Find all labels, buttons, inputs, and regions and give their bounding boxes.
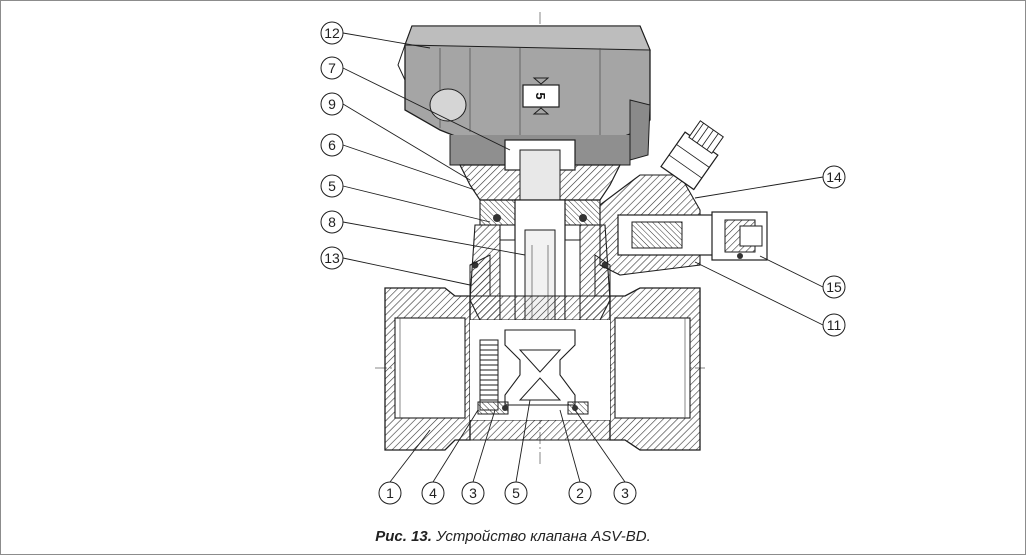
handle-cap: 5 <box>397 25 651 166</box>
svg-text:3: 3 <box>621 485 629 501</box>
callout-6: 5 <box>320 174 344 198</box>
callout-2: 2 <box>568 481 592 505</box>
svg-text:5: 5 <box>328 178 336 194</box>
caption-prefix: Рис. 13. <box>375 528 432 545</box>
svg-text:8: 8 <box>328 214 336 230</box>
caption-text: Устройство клапана ASV-BD. <box>431 528 651 545</box>
svg-text:2: 2 <box>576 485 584 501</box>
callout-5: 5 <box>504 481 528 505</box>
dial-value: 5 <box>533 92 548 99</box>
leader-lines <box>342 32 824 483</box>
callout-3b: 3 <box>613 481 637 505</box>
callout-1: 1 <box>378 481 402 505</box>
callout-12: 12 <box>320 21 344 45</box>
svg-text:3: 3 <box>469 485 477 501</box>
callout-14: 14 <box>822 165 846 189</box>
svg-text:7: 7 <box>328 60 336 76</box>
svg-text:1: 1 <box>386 485 394 501</box>
svg-text:4: 4 <box>429 485 437 501</box>
callout-8: 7 <box>320 56 344 80</box>
svg-text:15: 15 <box>826 279 842 295</box>
svg-text:14: 14 <box>826 169 842 185</box>
callout-3a: 3 <box>461 481 485 505</box>
callout-11: 11 <box>822 313 846 337</box>
side-port <box>599 120 768 276</box>
valve-body <box>384 254 701 451</box>
callout-9: 8 <box>320 210 344 234</box>
callout-7: 6 <box>320 133 344 157</box>
svg-text:11: 11 <box>827 317 842 333</box>
callout-4: 4 <box>421 481 445 505</box>
svg-text:12: 12 <box>324 25 340 41</box>
svg-text:13: 13 <box>324 250 340 266</box>
figure-caption: Рис. 13. Устройство клапана ASV-BD. <box>0 528 1026 545</box>
callout-10: 9 <box>320 92 344 116</box>
svg-text:9: 9 <box>328 96 336 112</box>
callout-13: 13 <box>320 246 344 270</box>
callout-15: 15 <box>822 275 846 299</box>
svg-text:6: 6 <box>328 137 336 153</box>
svg-text:5: 5 <box>512 485 520 501</box>
